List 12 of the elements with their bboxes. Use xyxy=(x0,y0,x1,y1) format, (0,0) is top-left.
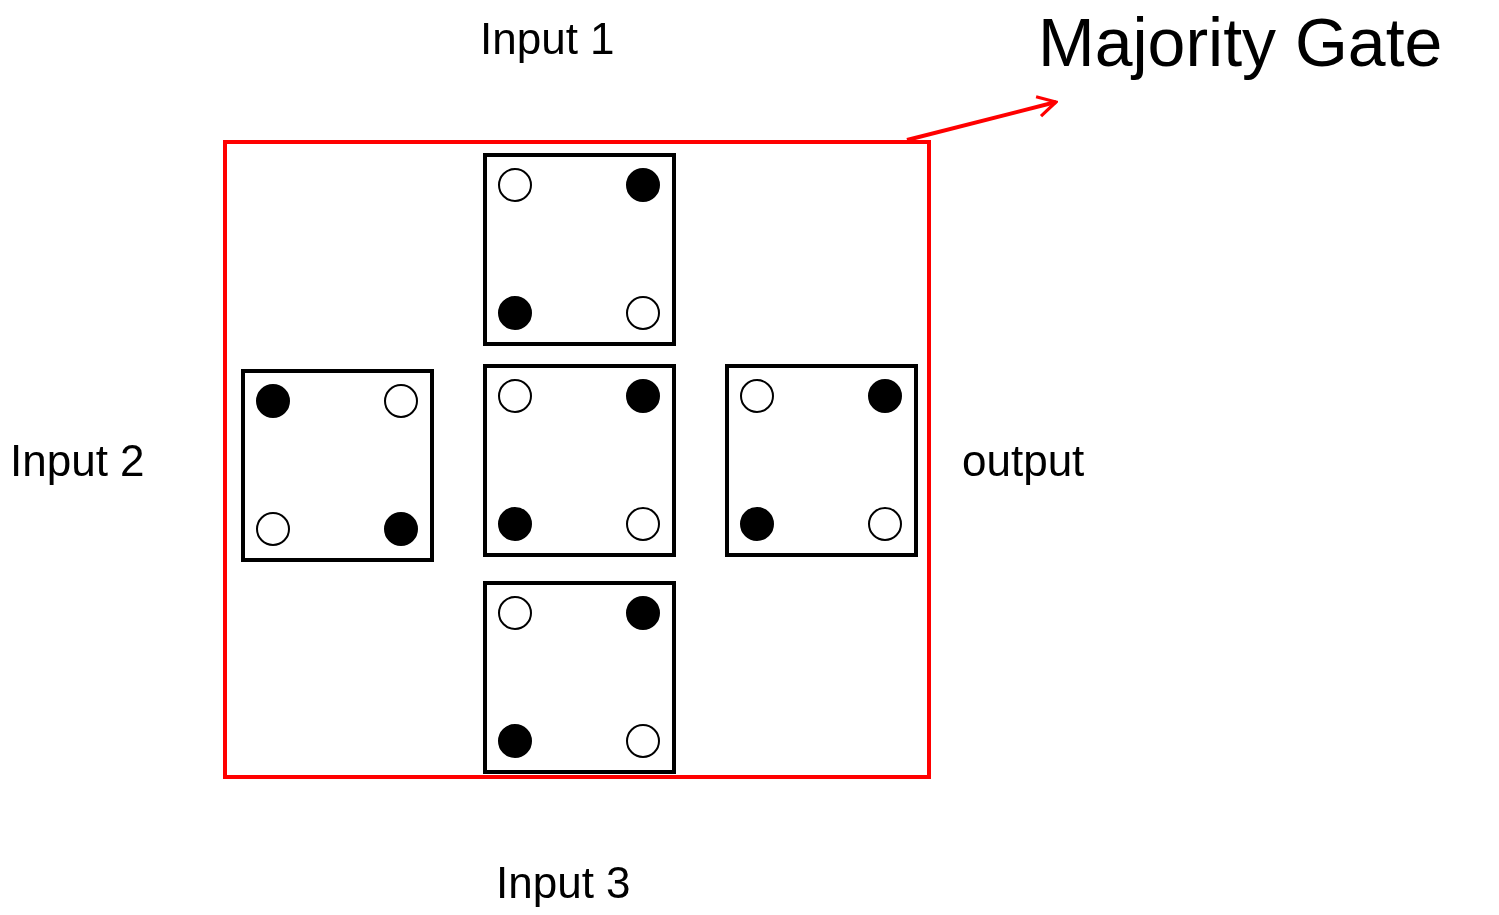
title-text: Majority Gate xyxy=(1038,2,1488,94)
gate-outline xyxy=(223,140,931,779)
arrow xyxy=(906,95,1058,142)
cell-box xyxy=(483,581,676,774)
port-label: Input 3 xyxy=(496,857,631,909)
cell-box xyxy=(725,364,918,557)
cell-box xyxy=(483,364,676,557)
cell-box xyxy=(241,369,434,562)
port-label: output xyxy=(962,435,1085,487)
cell-box xyxy=(483,153,676,346)
port-label: Input 2 xyxy=(10,435,145,487)
port-label: Input 1 xyxy=(480,13,615,65)
